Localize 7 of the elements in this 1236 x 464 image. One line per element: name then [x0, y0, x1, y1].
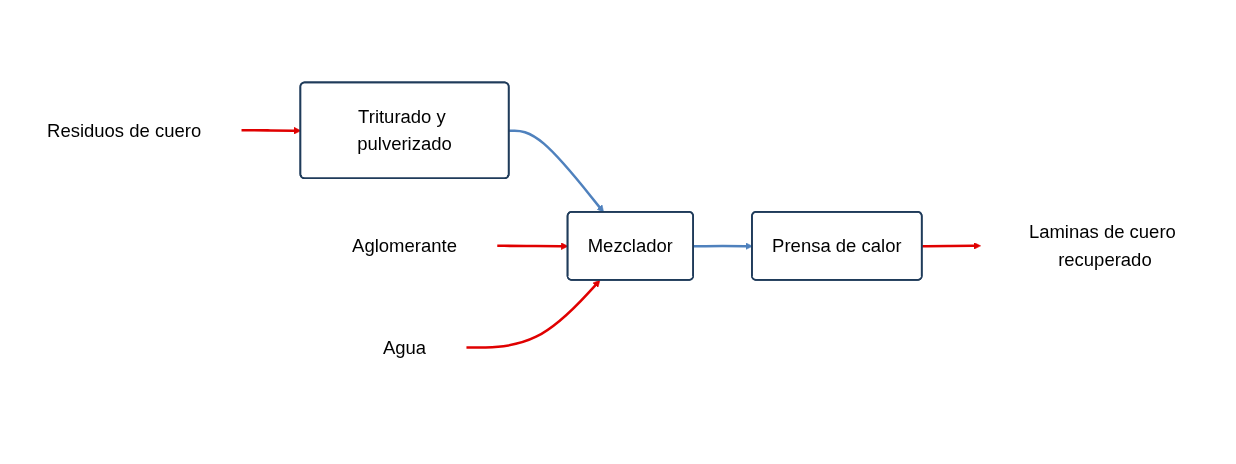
arrow	[922, 242, 981, 250]
arrow	[509, 129, 604, 213]
node-text: Agua	[382, 337, 427, 359]
node-text: Laminas de cuero recuperado	[1028, 221, 1176, 271]
arrow	[466, 280, 601, 349]
node-text: Aglomerante	[352, 235, 457, 257]
node-text: Residuos de cuero	[47, 119, 202, 141]
